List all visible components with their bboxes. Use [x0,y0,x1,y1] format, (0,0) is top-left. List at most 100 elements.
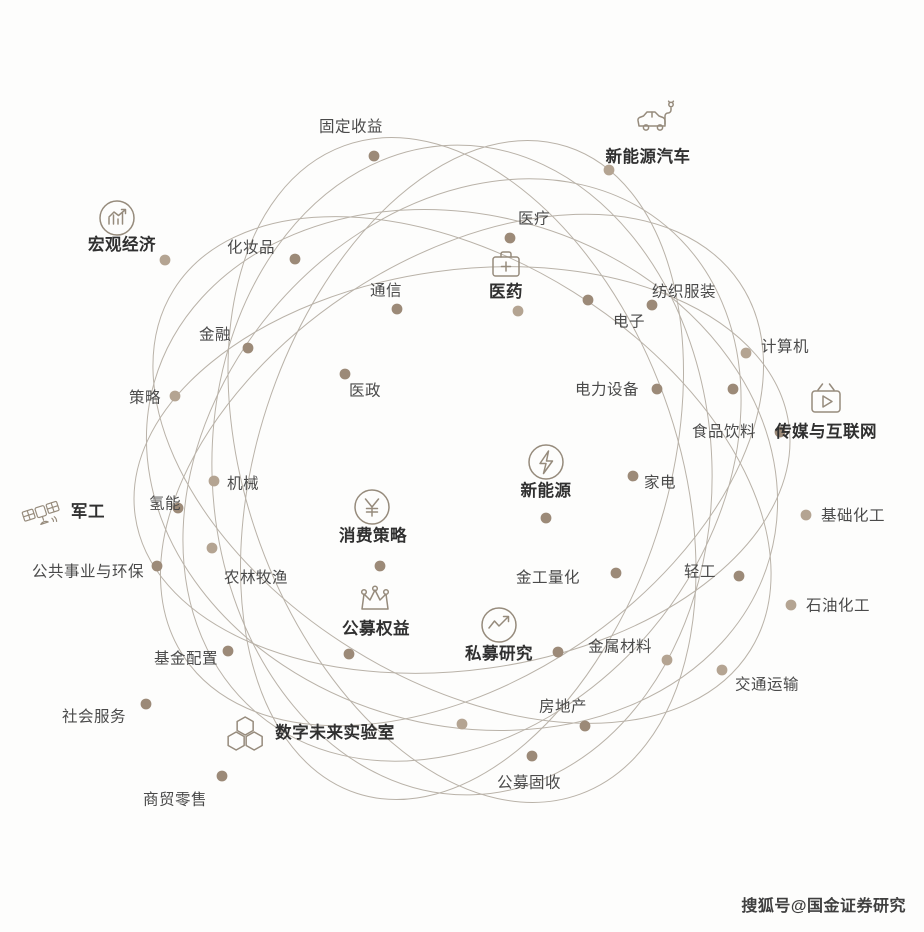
node-dot[interactable] [603,164,615,176]
hub-label: 私募研究 [465,644,533,663]
node-label[interactable]: 通信 [369,282,403,300]
node-label[interactable]: 机械 [226,475,260,493]
node-label[interactable]: 医政 [348,382,382,400]
node-label[interactable]: 电力设备 [574,381,640,399]
node-label[interactable]: 策略 [128,389,162,407]
node-label[interactable]: 社会服务 [61,708,127,726]
node-dot[interactable] [552,646,564,658]
hub-label: 军工 [70,502,106,521]
node-dot[interactable] [582,294,594,306]
network-curve [182,178,742,762]
node-dot[interactable] [610,567,622,579]
node-dot[interactable] [504,232,516,244]
satellite-icon [19,490,63,534]
node-label[interactable]: 氢能 [148,495,182,513]
yen-icon [350,485,394,529]
node-dot[interactable] [627,470,639,482]
node-dot[interactable] [151,560,163,572]
hub-label: 传媒与互联网 [775,422,877,441]
hub-digitallab[interactable]: 数字未来实验室 [223,711,395,755]
node-label[interactable]: 医疗 [517,210,551,228]
watermark: 搜狐号@国金证券研究 [741,898,906,915]
node-dot[interactable] [579,720,591,732]
node-dot[interactable] [785,599,797,611]
hub-consumer[interactable] [350,485,394,529]
node-label[interactable]: 食品饮料 [691,423,757,441]
node-dot[interactable] [716,664,728,676]
hub-label: 医药 [489,282,523,301]
node-dot[interactable] [733,570,745,582]
node-label[interactable]: 交通运输 [734,676,800,694]
node-dot[interactable] [727,383,739,395]
node-label[interactable]: 电子 [612,313,646,331]
node-label[interactable]: 金工量化 [515,569,581,587]
node-label[interactable]: 金属材料 [587,638,653,656]
node-dot[interactable] [512,305,524,317]
node-label[interactable]: 基金配置 [153,650,219,668]
hexagon-icon [223,711,267,755]
node-label[interactable]: 农林牧渔 [223,569,289,587]
node-dot-layer [140,150,812,782]
node-dot[interactable] [526,750,538,762]
node-label[interactable]: 商贸零售 [142,791,208,809]
node-label[interactable]: 家电 [643,474,677,492]
hub-military[interactable]: 军工 [19,490,105,534]
hub-privateres[interactable] [477,603,521,647]
node-dot[interactable] [646,299,658,311]
node-dot[interactable] [208,475,220,487]
node-dot[interactable] [368,150,380,162]
node-label[interactable]: 纺织服装 [651,283,717,301]
electric-car-icon [633,98,677,142]
node-dot[interactable] [391,303,403,315]
hub-publicequity[interactable] [353,578,397,622]
node-dot[interactable] [172,502,184,514]
hub-label: 宏观经济 [88,235,156,254]
node-dot[interactable] [374,560,386,572]
node-label[interactable]: 公募固收 [496,774,562,792]
node-label[interactable]: 公共事业与环保 [31,563,145,581]
network-curve [152,216,772,724]
node-label[interactable]: 房地产 [538,698,588,716]
node-dot[interactable] [456,718,468,730]
node-label[interactable]: 金融 [198,326,232,344]
hub-label: 新能源 [520,481,572,500]
hub-label: 新能源汽车 [605,147,691,166]
node-dot[interactable] [540,512,552,524]
hub-media[interactable] [804,377,848,421]
node-label[interactable]: 轻工 [683,563,717,581]
curve-layer [133,137,791,803]
network-curve [159,213,765,727]
hub-pharma[interactable] [484,242,528,286]
network-curve [240,139,684,801]
node-label[interactable]: 计算机 [760,338,810,356]
crown-icon [353,578,397,622]
hub-newenergy[interactable] [524,440,568,484]
hub-label: 消费策略 [339,526,407,545]
node-dot[interactable] [800,509,812,521]
node-label[interactable]: 化妆品 [226,239,276,257]
node-dot[interactable] [343,648,355,660]
node-label[interactable]: 石油化工 [805,597,871,615]
node-dot[interactable] [242,342,254,354]
node-dot[interactable] [222,645,234,657]
node-dot[interactable] [774,426,786,438]
node-dot[interactable] [740,347,752,359]
node-dot[interactable] [159,254,171,266]
network-curve [133,266,791,674]
node-dot[interactable] [661,654,673,666]
node-dot[interactable] [339,368,351,380]
node-dot[interactable] [140,698,152,710]
node-dot[interactable] [651,383,663,395]
hub-macro[interactable] [95,196,139,240]
network-curve [227,137,697,803]
hub-label: 公募权益 [342,619,410,638]
node-label[interactable]: 固定收益 [318,118,384,136]
node-dot[interactable] [216,770,228,782]
node-dot[interactable] [169,390,181,402]
node-dot[interactable] [206,542,218,554]
hub-nev[interactable] [633,98,677,142]
node-dot[interactable] [289,253,301,265]
node-label[interactable]: 基础化工 [820,507,886,525]
